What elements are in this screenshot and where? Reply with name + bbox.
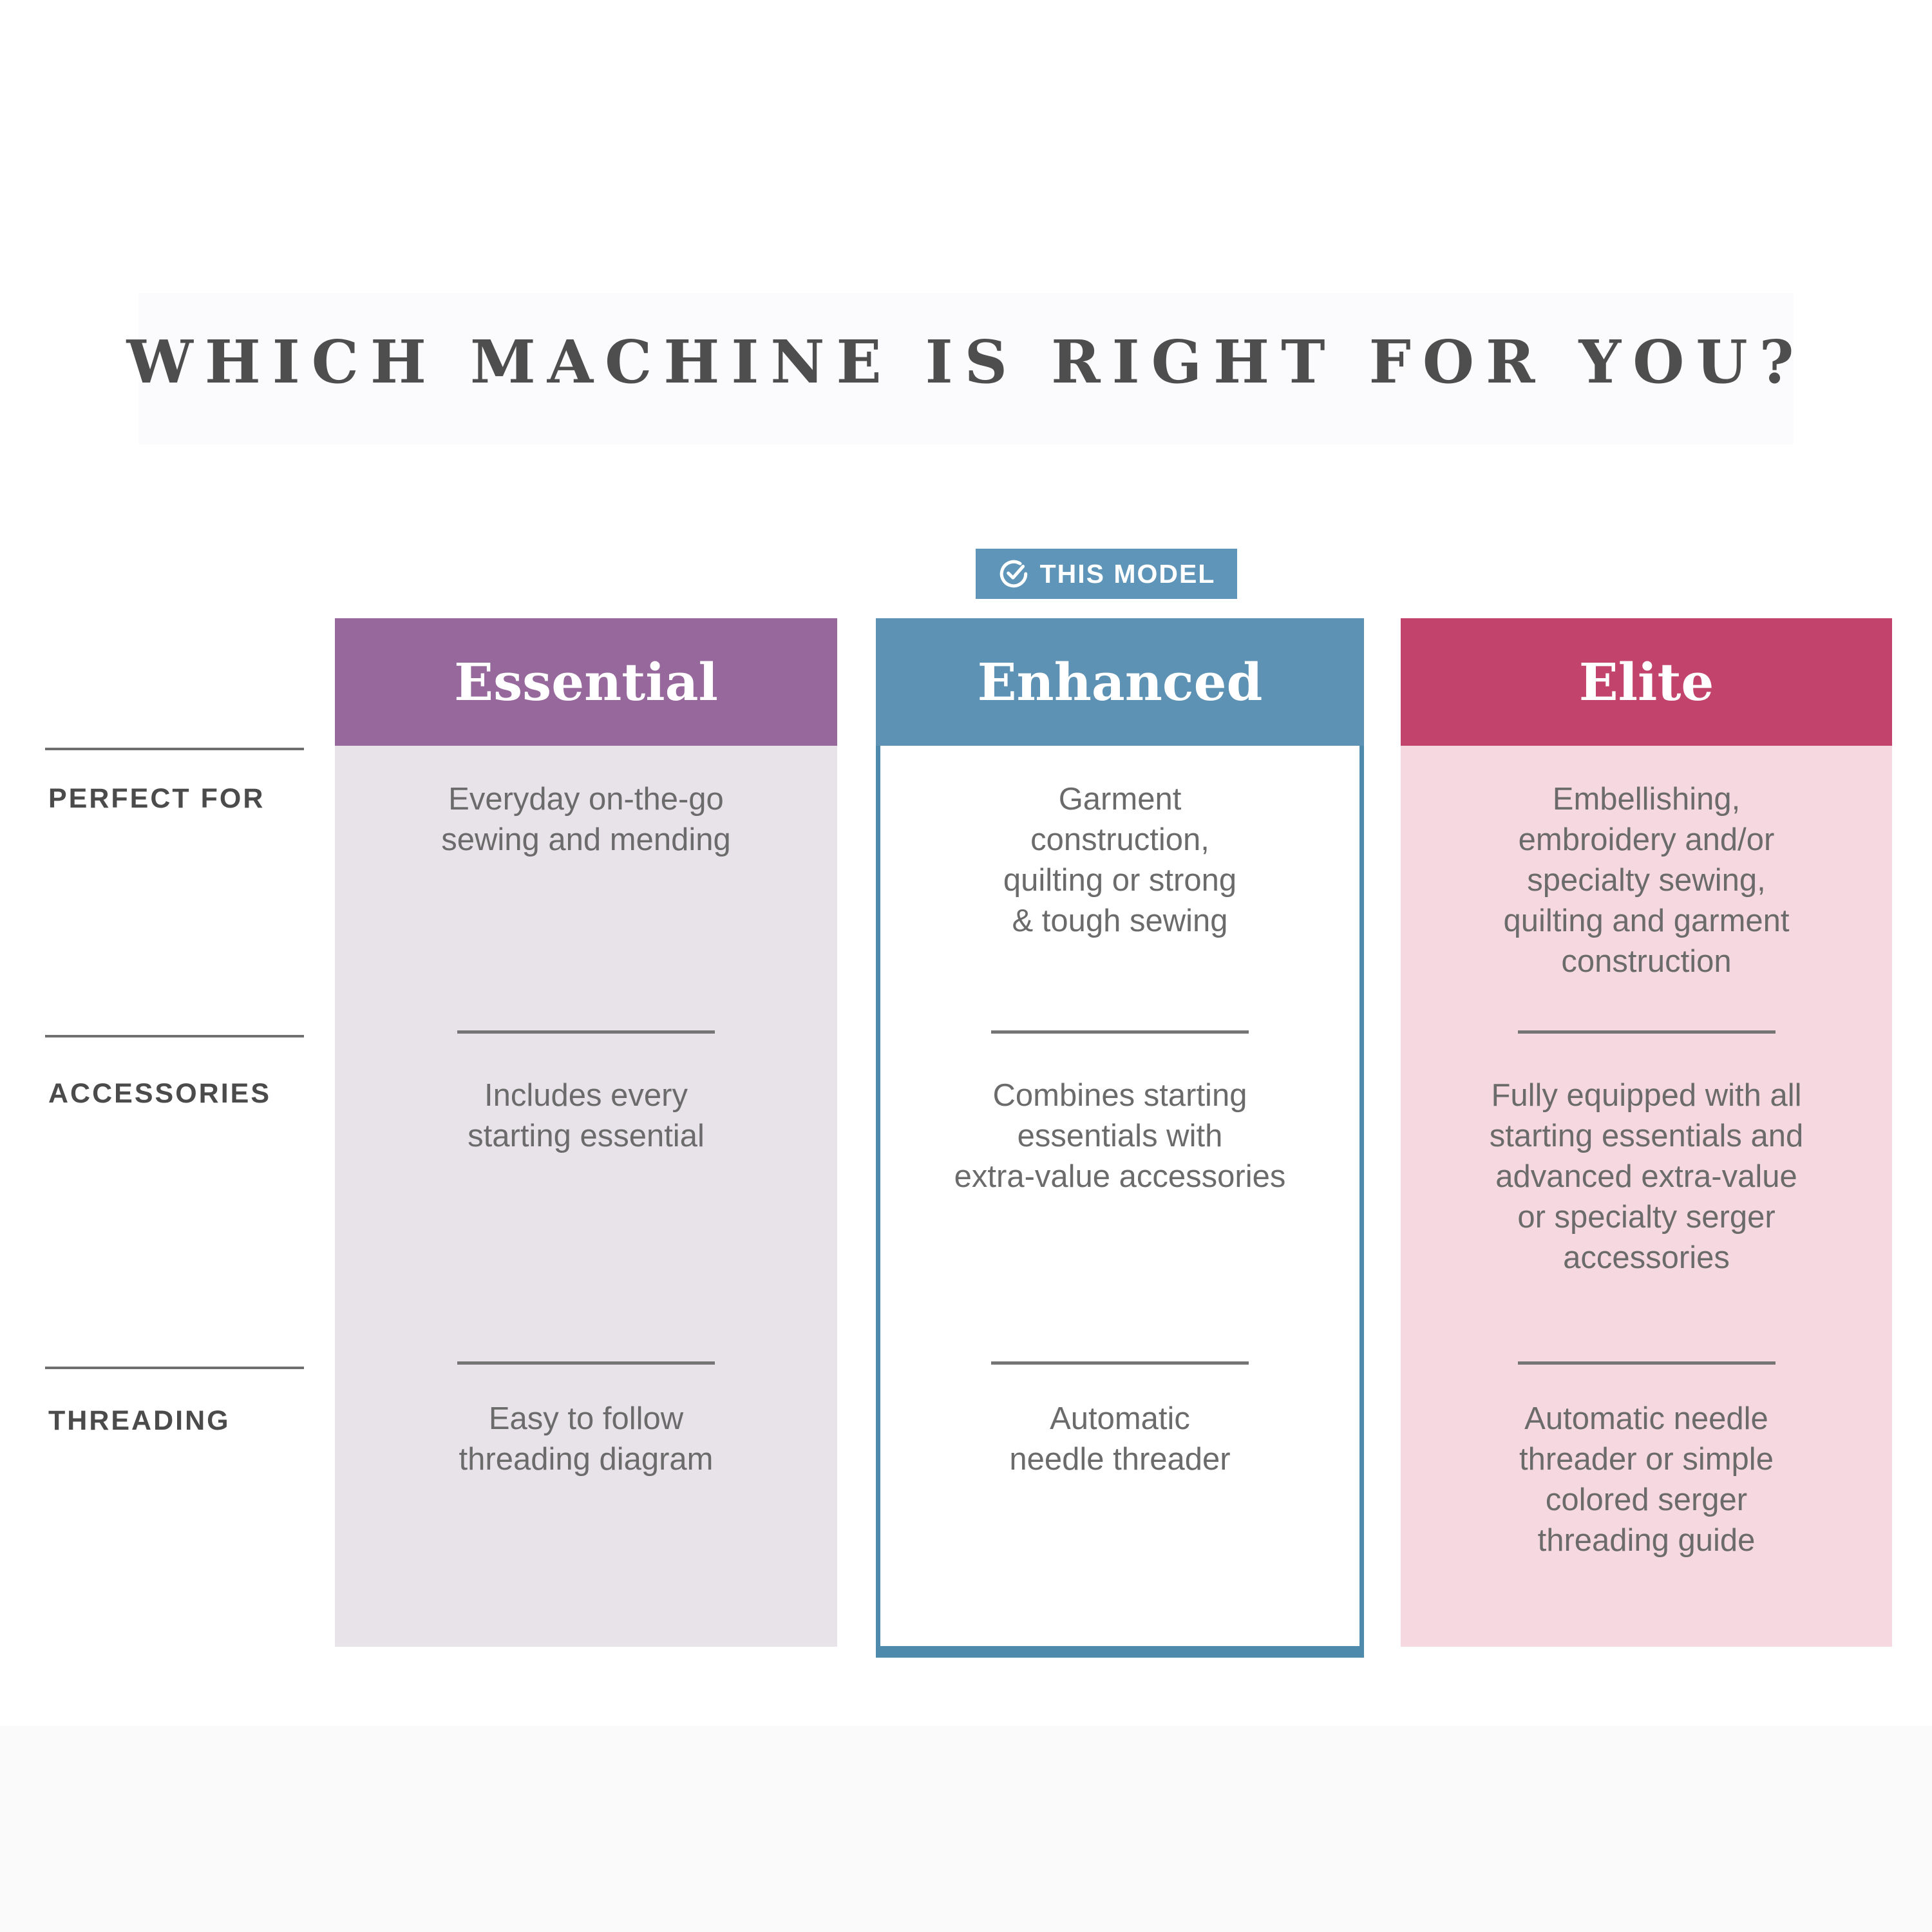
- elite-accessories: Fully equipped with all starting essenti…: [1489, 1078, 1804, 1275]
- row-divider-perfect-for: [45, 748, 304, 750]
- enhanced-threading: Automatic needle threader: [1009, 1401, 1231, 1477]
- enhanced-accessories: Combines starting essentials with extra-…: [954, 1078, 1286, 1194]
- essential-perfect-for: Everyday on-the-go sewing and mending: [441, 782, 731, 857]
- column-elite-header: Elite: [1401, 618, 1892, 746]
- column-enhanced-body: Garment construction, quilting or strong…: [876, 746, 1364, 1658]
- essential-accessories: Includes every starting essential: [468, 1078, 705, 1153]
- column-enhanced-header: Enhanced: [876, 618, 1364, 746]
- elite-divider-1: [1517, 1030, 1776, 1034]
- page-title: WHICH MACHINE IS RIGHT FOR YOU?: [126, 327, 1806, 397]
- bottom-band: [0, 1726, 1932, 1932]
- column-essential: Essential Everyday on-the-go sewing and …: [335, 618, 837, 1647]
- column-essential-body: Everyday on-the-go sewing and mending In…: [335, 746, 837, 1647]
- elite-threading: Automatic needle threader or simple colo…: [1519, 1401, 1774, 1558]
- enhanced-divider-1: [991, 1030, 1249, 1034]
- essential-divider-1: [457, 1030, 715, 1034]
- row-label-accessories: ACCESSORIES: [48, 1078, 272, 1109]
- column-enhanced: Enhanced Garment construction, quilting …: [876, 618, 1364, 1658]
- elite-perfect-for: Embellishing, embroidery and/or specialt…: [1503, 782, 1790, 979]
- check-circle-icon: [998, 558, 1030, 590]
- elite-divider-2: [1517, 1361, 1776, 1365]
- essential-divider-2: [457, 1361, 715, 1365]
- enhanced-divider-2: [991, 1361, 1249, 1365]
- this-model-badge: THIS MODEL: [976, 549, 1237, 599]
- this-model-label: THIS MODEL: [1039, 558, 1216, 589]
- column-elite-body: Embellishing, embroidery and/or specialt…: [1401, 746, 1892, 1647]
- row-divider-threading: [45, 1367, 304, 1369]
- title-band: [138, 293, 1794, 444]
- essential-threading: Easy to follow threading diagram: [459, 1401, 714, 1477]
- column-essential-header: Essential: [335, 618, 837, 746]
- enhanced-perfect-for: Garment construction, quilting or strong…: [1003, 782, 1237, 938]
- row-divider-accessories: [45, 1035, 304, 1037]
- column-elite: Elite Embellishing, embroidery and/or sp…: [1401, 618, 1892, 1647]
- row-label-perfect-for: PERFECT FOR: [48, 783, 265, 814]
- row-label-threading: THREADING: [48, 1405, 231, 1436]
